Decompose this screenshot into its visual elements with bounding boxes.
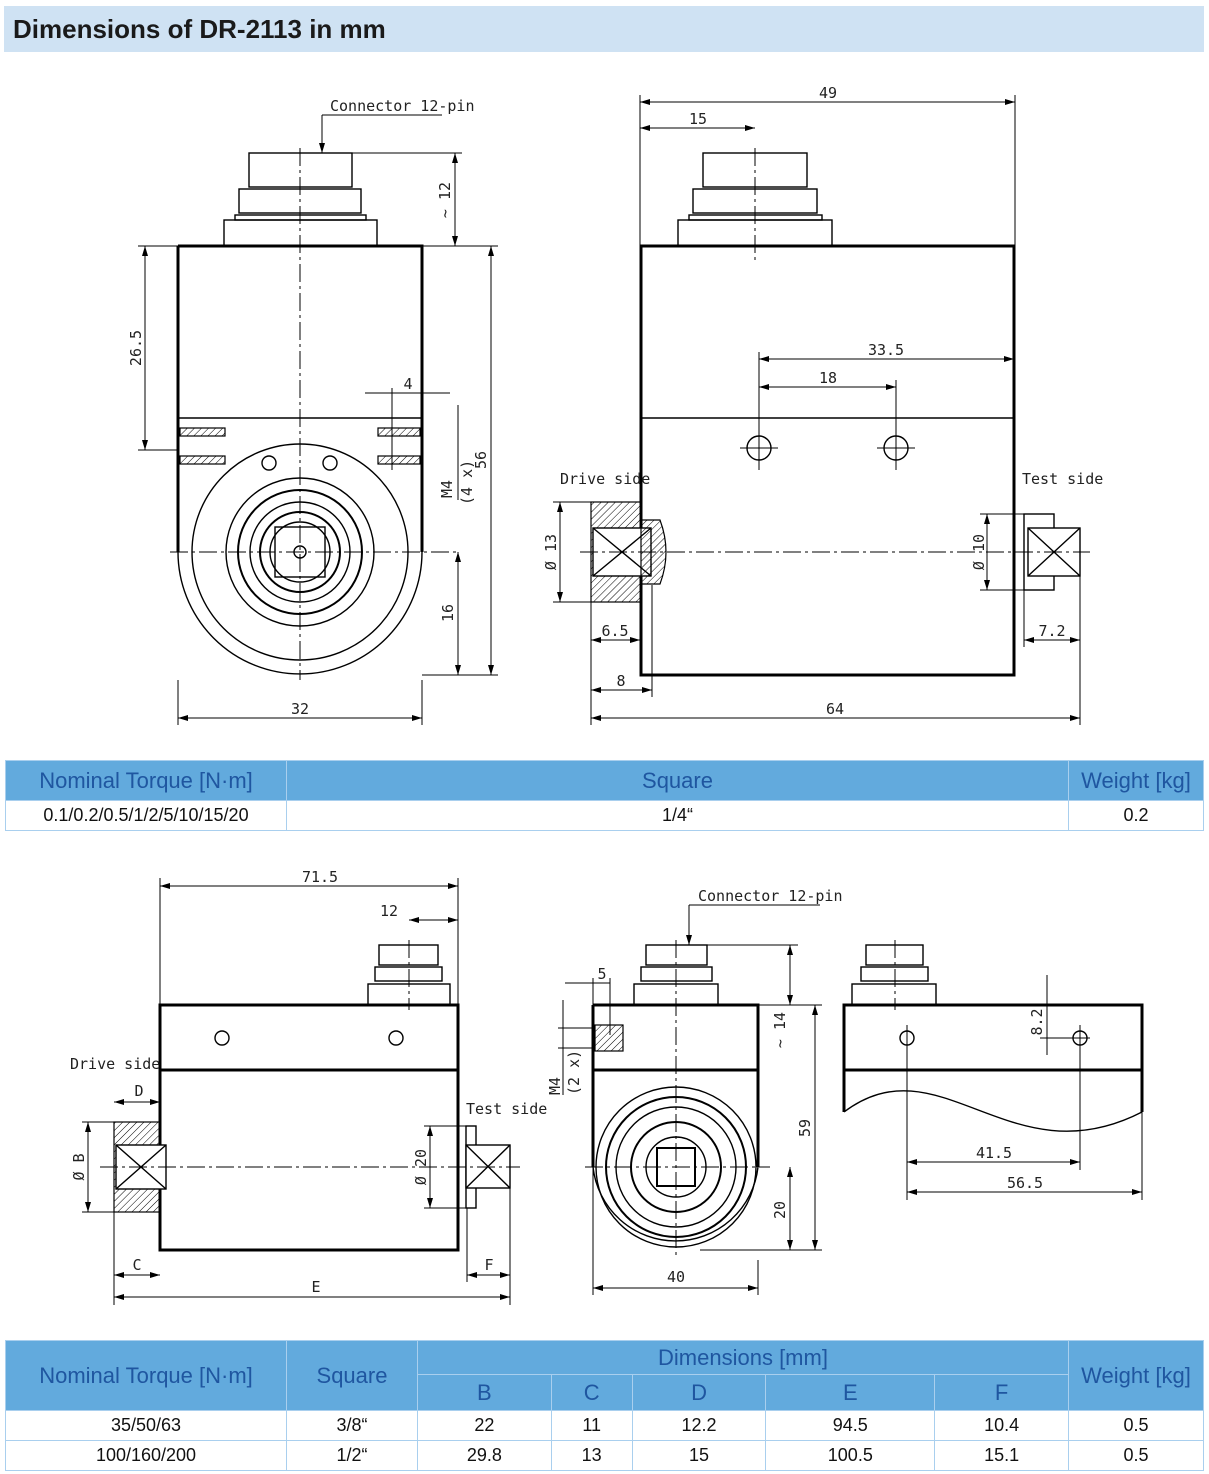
drive-side-label: Drive side [560, 470, 650, 488]
dim-4: 4 [403, 375, 412, 393]
thread-m4: M4 [438, 480, 456, 498]
dim-diameter-13: Ø 13 [542, 534, 560, 570]
col-nominal-torque: Nominal Torque [N·m] [5, 1340, 287, 1411]
cell-weight: 0.2 [1068, 800, 1204, 831]
cell: 15 [631, 1440, 767, 1471]
col-weight: Weight [kg] [1068, 760, 1204, 801]
dim-56: 56 [472, 451, 490, 469]
cell: 0.5 [1068, 1410, 1204, 1441]
specs-table-small: Nominal Torque [N·m] Square Weight [kg] … [5, 760, 1204, 831]
dim-33-5: 33.5 [868, 341, 904, 359]
dim-32: 32 [291, 700, 309, 718]
dim-12: ~ 12 [436, 182, 454, 218]
dim-59: 59 [796, 1119, 814, 1137]
top-view-section: 8.2 41.5 56.5 [842, 940, 1144, 1200]
cell: 35/50/63 [5, 1410, 287, 1441]
connector-label-bottom: Connector 12-pin [698, 887, 843, 905]
dim-20: 20 [771, 1201, 789, 1219]
thread-count-bottom: (2 x) [565, 1050, 583, 1095]
dim-71-5: 71.5 [302, 868, 338, 886]
cell: 12.2 [631, 1410, 767, 1441]
col-nominal-torque: Nominal Torque [N·m] [5, 760, 287, 801]
cell-square: 1/4“ [286, 800, 1069, 831]
col-dimensions: Dimensions [mm] [417, 1340, 1069, 1375]
col-C: C [550, 1374, 633, 1411]
dim-8: 8 [616, 672, 625, 690]
dim-F: F [484, 1256, 493, 1274]
col-F: F [934, 1374, 1069, 1411]
table-row: 0.1/0.2/0.5/1/2/5/10/15/20 1/4“ 0.2 [5, 800, 1204, 831]
dim-18: 18 [819, 369, 837, 387]
front-view-large: Connector 12-pin 5 ~ 14 59 20 40 M4 (2 x… [546, 887, 843, 1295]
dim-26-5: 26.5 [127, 330, 145, 366]
side-view-small: 49 15 33.5 18 Drive side Test side Ø 13 … [542, 84, 1103, 725]
dim-15: 15 [689, 110, 707, 128]
connector-label: Connector 12-pin [330, 97, 475, 115]
side-view-large: 71.5 12 Drive side D Ø B Test side Ø 20 … [70, 868, 547, 1305]
dim-6-5: 6.5 [601, 622, 628, 640]
cell: 100.5 [765, 1440, 936, 1471]
dim-49: 49 [819, 84, 837, 102]
dim-12-bottom: 12 [380, 902, 398, 920]
cell: 1/2“ [286, 1440, 418, 1471]
dim-diameter-B: Ø B [70, 1153, 88, 1180]
cell: 100/160/200 [5, 1440, 287, 1471]
cell: 29.8 [417, 1440, 552, 1471]
page-title: Dimensions of DR-2113 in mm [13, 14, 386, 44]
dim-64: 64 [826, 700, 844, 718]
dim-8-2: 8.2 [1028, 1008, 1046, 1035]
dim-40: 40 [667, 1268, 685, 1286]
cell: 94.5 [765, 1410, 936, 1441]
dim-D: D [134, 1082, 143, 1100]
cell: 0.5 [1068, 1440, 1204, 1471]
page-header: Dimensions of DR-2113 in mm [4, 6, 1204, 52]
dim-diameter-10: Ø 10 [970, 534, 988, 570]
drive-side-label-bottom: Drive side [70, 1055, 160, 1073]
cell-torque: 0.1/0.2/0.5/1/2/5/10/15/20 [5, 800, 287, 831]
dim-16: 16 [439, 604, 457, 622]
thread-m4-bottom: M4 [546, 1077, 564, 1095]
cell: 3/8“ [286, 1410, 418, 1441]
col-D: D [631, 1374, 767, 1411]
test-side-label: Test side [1022, 470, 1103, 488]
specs-table-large: Nominal Torque [N·m] Square Dimensions [… [5, 1340, 1204, 1471]
col-square: Square [286, 1340, 418, 1411]
cell: 11 [550, 1410, 633, 1441]
test-side-label-bottom: Test side [466, 1100, 547, 1118]
cell: 22 [417, 1410, 552, 1441]
dim-E: E [311, 1278, 320, 1296]
dim-C: C [132, 1256, 141, 1274]
dim-14: ~ 14 [771, 1012, 789, 1048]
front-view-small: Connector 12-pin ~ 12 56 26.5 16 32 4 M4… [127, 97, 498, 725]
thread-count: (4 x) [458, 460, 476, 505]
cell: 10.4 [934, 1410, 1069, 1441]
dim-41-5: 41.5 [976, 1144, 1012, 1162]
dim-7-2: 7.2 [1038, 622, 1065, 640]
col-E: E [765, 1374, 936, 1411]
cell: 15.1 [934, 1440, 1069, 1471]
dim-diameter-20: Ø 20 [412, 1149, 430, 1185]
cell: 13 [550, 1440, 633, 1471]
col-square: Square [286, 760, 1069, 801]
dim-56-5: 56.5 [1007, 1174, 1043, 1192]
col-weight: Weight [kg] [1068, 1340, 1204, 1411]
col-B: B [417, 1374, 552, 1411]
dim-5: 5 [597, 965, 606, 983]
